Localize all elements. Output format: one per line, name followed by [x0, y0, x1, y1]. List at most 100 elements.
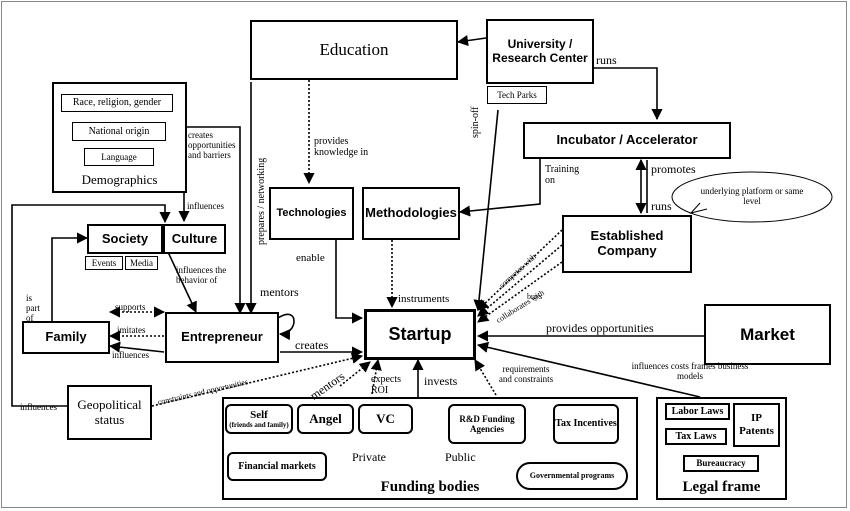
edge-enable	[335, 240, 364, 324]
label-mentors-loop: mentors	[260, 285, 299, 299]
governmental-programs-box: Governmental programs	[516, 462, 628, 490]
bureaucracy-box: Bureaucracy	[683, 455, 759, 472]
edge-demographics-entrepreneur	[187, 126, 246, 315]
edge-mentors-loop	[277, 313, 295, 341]
national-origin-box: National origin	[72, 122, 166, 141]
race-label: Race, religion, gender	[72, 97, 162, 109]
private-label: Private	[352, 450, 386, 464]
self-box: Self(friends and family)	[225, 404, 293, 434]
society-label: Society	[101, 230, 149, 246]
label-spin-off: spin-off	[470, 106, 481, 138]
tech-parks-box: Tech Parks	[487, 86, 547, 104]
label-training-on: Training on	[545, 164, 580, 186]
label-influences-behavior: influences the behavior of	[176, 265, 227, 285]
speech-bubble-tail	[689, 202, 708, 214]
self-label: Self	[250, 408, 268, 421]
label-imitates: imitates	[117, 325, 146, 335]
technologies-label: Technologies	[276, 207, 347, 220]
label-influences-costs: influences costs frames business models	[631, 361, 749, 381]
label-runs-top: runs	[596, 53, 617, 67]
edge-legal-startup	[476, 341, 701, 398]
label-influences-left: influences	[20, 402, 57, 412]
methodologies-box: Methodologies	[362, 187, 460, 240]
edge-university-education	[456, 35, 487, 47]
label-provides-knowledge: provides knowledge in	[314, 136, 369, 158]
tax-laws-label: Tax Laws	[675, 430, 717, 442]
methodologies-label: Methodologies	[365, 205, 457, 221]
tech-parks-label: Tech Parks	[497, 89, 537, 100]
startup-label: Startup	[388, 324, 452, 345]
edge-mentors-vc	[339, 361, 371, 387]
entrepreneur-label: Entrepreneur	[181, 329, 263, 345]
incubator-box: Incubator / Accelerator	[523, 122, 731, 159]
label-influences-top: influences	[187, 201, 224, 211]
angel-box: Angel	[297, 404, 354, 434]
funding-bodies-label: Funding bodies	[380, 478, 480, 495]
established-company-label: Established Company	[590, 228, 664, 258]
university-label: University / Research Center	[492, 36, 588, 65]
ip-patents-box: IP Patents	[733, 403, 780, 447]
edge-collaborates	[477, 261, 563, 323]
edge-university-incubator	[594, 67, 663, 121]
edge-influences-left	[11, 204, 171, 407]
edge-competes	[477, 229, 563, 311]
edge-requirements	[474, 359, 497, 396]
tax-incentives-box: Tax Incentives	[553, 404, 619, 444]
technologies-box: Technologies	[269, 187, 354, 240]
vc-box: VC	[358, 404, 413, 434]
financial-markets-box: Financial markets	[227, 452, 327, 481]
incubator-label: Incubator / Accelerator	[556, 132, 698, 148]
events-box: Events	[85, 256, 123, 270]
entrepreneur-box: Entrepreneur	[165, 312, 279, 363]
family-box: Family	[22, 321, 110, 354]
label-buys: buys	[527, 292, 543, 301]
events-label: Events	[91, 257, 117, 268]
edge-influences-behavior	[167, 251, 197, 314]
labor-laws-label: Labor Laws	[671, 405, 724, 417]
label-requirements: requirements and constraints	[498, 364, 554, 384]
society-box: Society	[87, 224, 163, 254]
university-box: University / Research Center	[486, 19, 594, 84]
speech-bubble-text: underlying platform or same level	[700, 186, 804, 206]
ip-patents-label: IP Patents	[739, 412, 774, 437]
label-enable: enable	[296, 252, 325, 264]
tax-incentives-label: Tax Incentives	[555, 418, 617, 430]
label-supports: supports	[115, 302, 146, 312]
speech-bubble	[671, 171, 833, 223]
label-creates: creates	[295, 338, 329, 352]
governmental-programs-label: Governmental programs	[529, 471, 615, 481]
market-label: Market	[740, 324, 795, 344]
culture-box: Culture	[163, 224, 226, 254]
market-box: Market	[704, 304, 831, 365]
media-label: Media	[130, 257, 153, 268]
family-label: Family	[45, 329, 87, 345]
rd-funding-label: R&D Funding Agencies	[459, 413, 515, 434]
edge-training	[458, 156, 541, 217]
geopolitical-box: Geopolitical status	[67, 385, 152, 440]
legal-frame-label: Legal frame	[682, 478, 761, 495]
tax-laws-box: Tax Laws	[665, 428, 727, 445]
label-provides-opportunities: provides opportunities	[546, 321, 654, 335]
label-runs-mid: runs	[651, 199, 672, 213]
national-origin-label: National origin	[88, 125, 150, 137]
culture-label: Culture	[171, 230, 218, 246]
media-box: Media	[125, 256, 158, 270]
rd-funding-box: R&D Funding Agencies	[448, 404, 526, 444]
demographics-label: Demographics	[81, 172, 158, 188]
edge-influences-family	[108, 341, 165, 353]
public-label: Public	[445, 450, 476, 464]
labor-laws-box: Labor Laws	[665, 403, 730, 420]
edge-expects-roi	[370, 358, 382, 395]
vc-label: VC	[376, 410, 395, 426]
label-creates-opportunities: creates opportunities and barriers	[188, 130, 236, 160]
bureaucracy-label: Bureaucracy	[696, 458, 746, 469]
startup-box: Startup	[364, 309, 476, 360]
label-invests: invests	[424, 374, 458, 388]
label-promotes: promotes	[651, 162, 696, 176]
label-prepares: prepares / networking	[256, 157, 267, 245]
education-box: Education	[250, 20, 458, 80]
label-is-part-of: is part of	[26, 293, 40, 323]
language-box: Language	[84, 148, 154, 166]
